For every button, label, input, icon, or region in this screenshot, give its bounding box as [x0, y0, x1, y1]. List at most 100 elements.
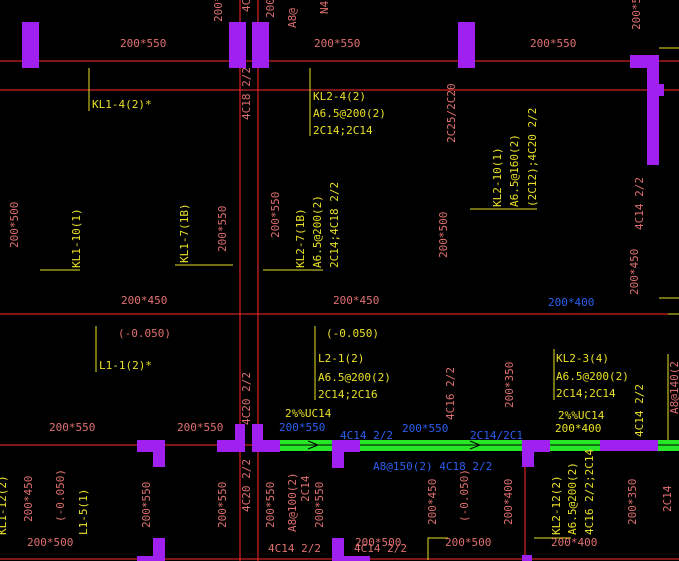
- column[interactable]: [600, 440, 658, 451]
- beam-label[interactable]: KL2-3(4): [556, 352, 609, 365]
- vertical-label[interactable]: 2C14: [661, 485, 674, 512]
- vertical-label[interactable]: 2C14;4C18 2/2: [328, 182, 341, 268]
- vertical-label[interactable]: 200*500: [8, 202, 21, 248]
- column[interactable]: [229, 22, 246, 68]
- vertical-label[interactable]: KL1-10(1): [70, 208, 83, 268]
- beam-label[interactable]: A6.5@200(2): [313, 107, 386, 120]
- beam-size-label[interactable]: 200*550: [49, 421, 95, 434]
- beam-size-label[interactable]: 200*550: [530, 37, 576, 50]
- beam-size-label[interactable]: 200*400: [555, 422, 601, 435]
- vertical-label[interactable]: 200*550: [212, 0, 225, 22]
- beam-label[interactable]: 2C14;2C14: [556, 387, 616, 400]
- elevation-label[interactable]: (-0.050): [118, 327, 171, 340]
- vertical-label[interactable]: 4C14 2/2: [633, 177, 646, 230]
- beam-size-label[interactable]: 200*550: [402, 422, 448, 435]
- column[interactable]: [22, 22, 39, 68]
- vertical-label[interactable]: 200*350: [626, 479, 639, 525]
- beam-label[interactable]: KL2-4(2): [313, 90, 366, 103]
- vertical-label[interactable]: 4C16 2/2: [444, 367, 457, 420]
- column[interactable]: [137, 440, 165, 467]
- vertical-label[interactable]: 4C16 2/2;2C14: [583, 449, 596, 535]
- beam-size-label[interactable]: 200*550: [314, 37, 360, 50]
- vertical-label[interactable]: 200*550: [140, 482, 153, 528]
- vertical-label[interactable]: KL1-7(1B): [178, 203, 191, 263]
- selected-beam-rebar-top[interactable]: 4C14 2/2: [340, 429, 393, 442]
- rebar-note[interactable]: 4C14 2/2: [354, 542, 407, 555]
- beam-label[interactable]: L2-1(2): [318, 352, 364, 365]
- beam-label[interactable]: L1-1(2)*: [99, 359, 152, 372]
- vertical-label[interactable]: (-0.050): [54, 469, 67, 522]
- rebar-note[interactable]: 4C14 2/2: [268, 542, 321, 555]
- vertical-label[interactable]: 200*550: [216, 206, 229, 252]
- rebar-note[interactable]: 2%%UC14: [285, 407, 332, 420]
- column[interactable]: [332, 440, 360, 468]
- column[interactable]: [137, 538, 165, 561]
- vertical-label[interactable]: KL1-12(2): [0, 475, 9, 535]
- vertical-label[interactable]: KL2-10(1): [491, 147, 504, 207]
- vertical-label[interactable]: 2C25/2C20: [445, 83, 458, 143]
- elevation-label[interactable]: (-0.050): [326, 327, 379, 340]
- vertical-label[interactable]: 200*400: [502, 479, 515, 525]
- vertical-label[interactable]: L1-5(1): [77, 489, 90, 535]
- vertical-label[interactable]: 200*450: [426, 479, 439, 525]
- vertical-label[interactable]: (2C12);4C20 2/2: [526, 108, 539, 207]
- beam-size-label[interactable]: 200*500: [445, 536, 491, 549]
- vertical-label[interactable]: 200*350: [503, 362, 516, 408]
- beam-size-label[interactable]: 200*550: [120, 37, 166, 50]
- vertical-label[interactable]: A8@100(2): [286, 472, 299, 532]
- column[interactable]: [332, 538, 370, 561]
- beam-size-label[interactable]: 200*450: [333, 294, 379, 307]
- vertical-label[interactable]: A6.5@200(2): [566, 462, 579, 535]
- vertical-label[interactable]: 2C14: [299, 475, 312, 502]
- vertical-label[interactable]: 200*550: [216, 482, 229, 528]
- beam-label[interactable]: 2C14;2C14: [313, 124, 373, 137]
- beam-size-label[interactable]: 200*450: [121, 294, 167, 307]
- columns: [22, 22, 664, 561]
- vertical-label[interactable]: A6.5@200(2): [311, 195, 324, 268]
- direction-arrow-2: [469, 440, 482, 450]
- vertical-label[interactable]: KL2-7(1B): [294, 208, 307, 268]
- horizontal-annotations: 200*550 200*550 200*550 KL1-4(2)* KL2-4(…: [27, 37, 629, 555]
- beam-size-label[interactable]: 200*500: [355, 536, 401, 549]
- beam-label[interactable]: KL1-4(2)*: [92, 98, 152, 111]
- selected-beam-rebar-mid[interactable]: 2C14/2C1: [470, 429, 523, 442]
- vertical-label[interactable]: 200*450: [22, 476, 35, 522]
- vertical-label[interactable]: 4C: [240, 0, 253, 12]
- vertical-label[interactable]: 200*550: [269, 192, 282, 238]
- vertical-label[interactable]: N4: [318, 0, 331, 14]
- beam-label[interactable]: A6.5@200(2): [318, 371, 391, 384]
- vertical-label[interactable]: 200*550: [264, 482, 277, 528]
- column[interactable]: [522, 555, 532, 561]
- vertical-label[interactable]: 4C14 2/2: [633, 384, 646, 437]
- leader-line: [427, 537, 448, 560]
- vertical-label[interactable]: 4C18 2/2: [240, 67, 253, 120]
- vertical-label[interactable]: 200*550: [313, 482, 326, 528]
- vertical-label[interactable]: 200*5: [630, 0, 643, 30]
- beam-size-label[interactable]: 200*400: [548, 296, 594, 309]
- vertical-label[interactable]: 200*500: [437, 212, 450, 258]
- column[interactable]: [522, 440, 550, 467]
- vertical-label[interactable]: 200*450: [628, 249, 641, 295]
- vertical-label[interactable]: A8@: [286, 8, 299, 28]
- beam-size-label[interactable]: 200*550: [177, 421, 223, 434]
- vertical-label[interactable]: KL2-12(2): [550, 475, 563, 535]
- beam-size-label[interactable]: 200*400: [551, 536, 597, 549]
- vertical-label[interactable]: 4C20 2/2: [240, 459, 253, 512]
- vertical-label[interactable]: A8@140(2: [668, 361, 679, 414]
- beam-size-label[interactable]: 200*500: [27, 536, 73, 549]
- vertical-label[interactable]: A6.5@160(2): [508, 134, 521, 207]
- rebar-note[interactable]: 2%%UC14: [558, 409, 605, 422]
- column[interactable]: [252, 22, 269, 68]
- vertical-label[interactable]: 4C20 2/2: [240, 372, 253, 425]
- beam-label[interactable]: A6.5@200(2): [556, 370, 629, 383]
- beam-label[interactable]: 2C14;2C16: [318, 388, 378, 401]
- column[interactable]: [630, 55, 664, 165]
- vertical-label[interactable]: (-0.050): [458, 469, 471, 522]
- column[interactable]: [458, 22, 475, 68]
- selected-beam-stirrups[interactable]: A8@150(2) 4C18 2/2: [373, 460, 492, 473]
- column[interactable]: [217, 424, 245, 452]
- column[interactable]: [252, 424, 280, 452]
- vertical-label[interactable]: 200*550: [264, 0, 277, 18]
- selected-beam-size[interactable]: 200*550: [279, 421, 325, 434]
